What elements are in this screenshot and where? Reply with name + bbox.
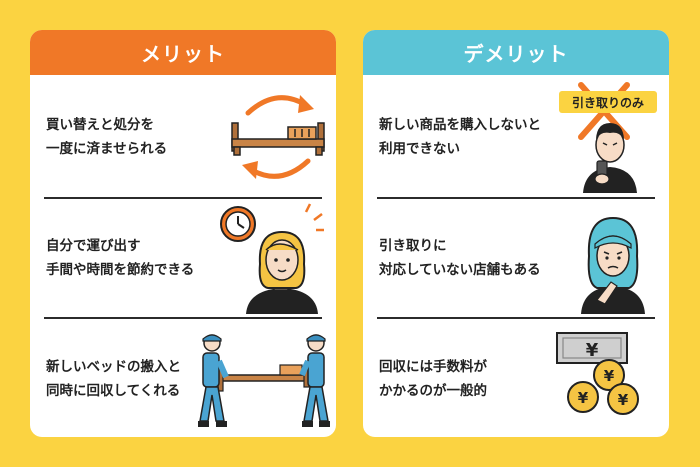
movers-carrying-bed-icon	[198, 329, 330, 433]
demerit-panel: デメリット 新しい商品を購入しないと 利用できない 引き取りのみ	[363, 30, 669, 437]
pickup-only-tag: 引き取りのみ	[559, 91, 657, 113]
merit-item-3: 新しいベッドの搬入と 同時に回収してくれる	[30, 319, 336, 437]
svg-text:¥: ¥	[604, 367, 615, 385]
demerit-item-1: 新しい商品を購入しないと 利用できない 引き取りのみ	[363, 77, 669, 197]
demerit-divider-1	[377, 197, 655, 199]
demerit-divider-2	[377, 317, 655, 319]
demerit-item-3-line1: 回収には手数料が	[379, 359, 487, 375]
svg-text:¥: ¥	[618, 391, 629, 409]
clock-and-woman-icon	[218, 202, 328, 314]
demerit-item-2-line1: 引き取りに	[379, 238, 447, 254]
demerit-item-1-line2: 利用できない	[379, 141, 460, 157]
yen-coins-icon: ¥ ¥ ¥ ¥	[553, 329, 659, 429]
troubled-woman-icon	[577, 204, 649, 314]
merit-item-1-line1: 買い替えと処分を	[46, 117, 154, 133]
demerit-item-3: 回収には手数料が かかるのが一般的 ¥ ¥ ¥ ¥	[363, 319, 669, 437]
merit-header: メリット	[30, 30, 336, 75]
merit-divider-1	[44, 197, 322, 199]
svg-text:¥: ¥	[578, 389, 589, 407]
merit-item-3-line2: 同時に回収してくれる	[46, 383, 181, 399]
merit-item-2-line1: 自分で運び出す	[46, 238, 141, 254]
demerit-item-1-line1: 新しい商品を購入しないと	[379, 117, 541, 133]
merit-item-1-line2: 一度に済ませられる	[46, 141, 168, 157]
bed-with-cycle-arrows-icon	[226, 83, 330, 191]
merit-item-2-line2: 手間や時間を節約できる	[46, 262, 195, 278]
merit-item-1: 買い替えと処分を 一度に済ませられる	[30, 77, 336, 197]
merit-item-3-line1: 新しいベッドの搬入と	[46, 359, 181, 375]
demerit-item-3-line2: かかるのが一般的	[379, 383, 487, 399]
merit-item-2: 自分で運び出す 手間や時間を節約できる	[30, 198, 336, 318]
merit-panel: メリット 買い替えと処分を 一度に済ませられる	[30, 30, 336, 437]
demerit-item-2: 引き取りに 対応していない店舗もある	[363, 198, 669, 318]
merit-divider-2	[44, 317, 322, 319]
demerit-item-2-line2: 対応していない店舗もある	[379, 262, 541, 278]
svg-text:¥: ¥	[586, 340, 599, 361]
demerit-header: デメリット	[363, 30, 669, 75]
